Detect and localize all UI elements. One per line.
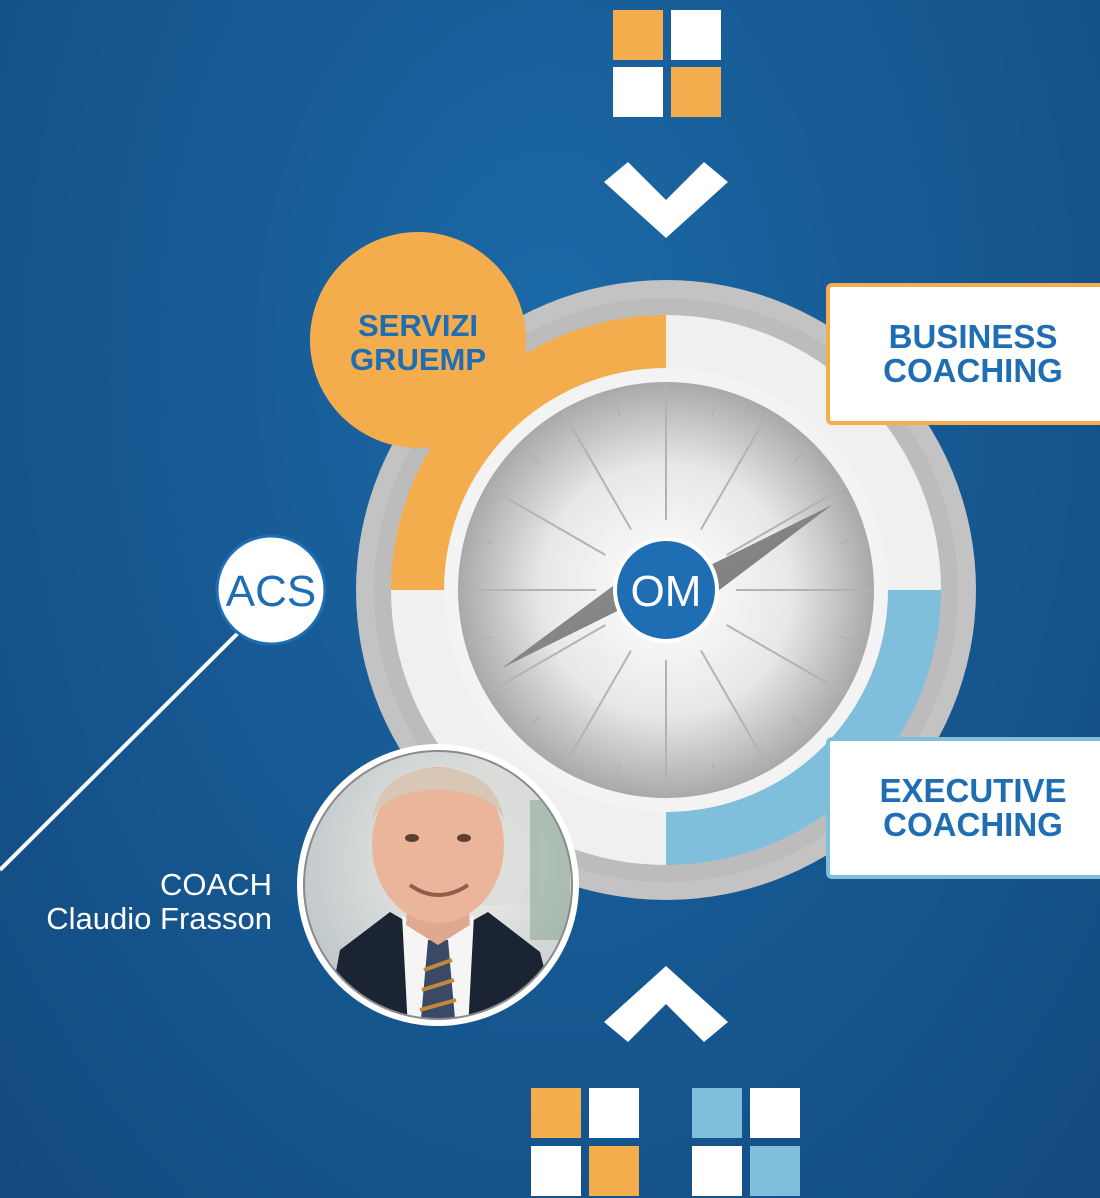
compass-tick — [711, 396, 719, 417]
coach-portrait — [297, 744, 579, 1026]
servizi-line2: GRUEMP — [350, 342, 486, 377]
acs-circle[interactable]: ACS — [215, 534, 327, 646]
center-hub — [613, 537, 719, 643]
compass-tick — [839, 537, 860, 545]
compass-spoke — [487, 624, 606, 694]
coach-title: COACH — [160, 867, 272, 902]
center-label: OM — [631, 567, 702, 616]
compass-tick — [839, 635, 860, 643]
compass-icon: OM — [356, 280, 976, 900]
executive-line2: COACHING — [883, 806, 1063, 843]
compass-spoke — [487, 486, 606, 556]
compass-spoke — [726, 486, 845, 556]
compass-spoke — [562, 650, 632, 769]
bottom-right-grid-icon — [692, 1088, 800, 1196]
coach-name: Claudio Frasson — [46, 901, 272, 936]
business-coaching-box[interactable]: BUSINESS COACHING — [826, 283, 1100, 425]
compass-tick — [472, 537, 493, 545]
compass-tick — [523, 716, 540, 733]
executive-coaching-box[interactable]: EXECUTIVE COACHING — [826, 737, 1100, 879]
compass-spoke — [700, 650, 770, 769]
executive-line1: EXECUTIVE — [879, 772, 1067, 809]
bottom-left-grid-icon — [531, 1088, 639, 1196]
compass-tick — [792, 716, 809, 733]
compass-spoke — [562, 411, 632, 530]
compass-tick — [711, 763, 719, 784]
compass-tick — [613, 763, 621, 784]
acs-label: ACS — [226, 567, 316, 616]
compass-tick — [792, 447, 809, 464]
compass-spoke — [726, 624, 845, 694]
acs-connector-line — [0, 626, 245, 872]
servizi-gruemp-circle[interactable]: SERVIZI GRUEMP — [310, 232, 526, 448]
compass-tick — [472, 635, 493, 643]
business-line1: BUSINESS — [888, 318, 1058, 355]
chevron-up-icon — [604, 966, 728, 1042]
chevron-down-icon — [604, 162, 728, 238]
compass-spoke — [700, 411, 770, 530]
coach-caption: COACH Claudio Frasson — [46, 868, 272, 936]
compass-tick — [523, 447, 540, 464]
top-grid-icon — [613, 10, 721, 117]
servizi-line1: SERVIZI — [358, 308, 478, 343]
compass-ticks — [461, 385, 871, 795]
business-line2: COACHING — [883, 352, 1063, 389]
compass-tick — [613, 396, 621, 417]
